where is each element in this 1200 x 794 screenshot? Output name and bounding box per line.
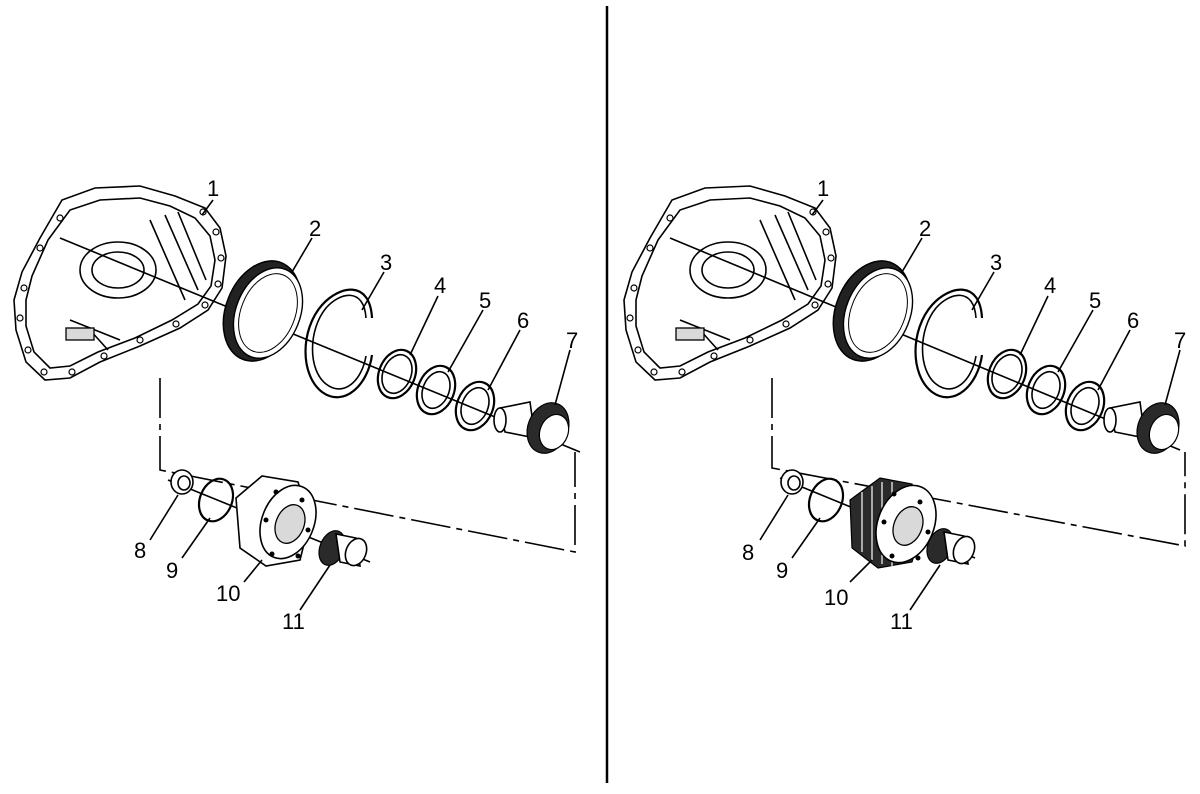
callout-3: 3 — [990, 250, 1002, 275]
callout-1: 1 — [817, 176, 829, 201]
left-leader-frame — [159, 378, 576, 553]
sun-gear-part-11 — [926, 528, 976, 566]
ring-gear-part-2 — [222, 260, 304, 362]
right-leader-frame — [771, 378, 1186, 547]
washer-part-4 — [986, 348, 1028, 400]
bushing-part-8 — [780, 469, 804, 495]
callout-3: 3 — [380, 250, 392, 275]
callout-11: 11 — [890, 609, 913, 634]
callout-4: 4 — [434, 273, 446, 298]
left-leader-lines — [149, 199, 571, 611]
callout-10: 10 — [824, 585, 848, 610]
callout-10: 10 — [216, 581, 240, 606]
sun-gear-part-11 — [318, 530, 368, 568]
thrust-washer-part-6 — [1064, 380, 1106, 432]
left-panel: 1 2 3 4 5 6 7 8 9 10 11 — [13, 176, 581, 634]
callout-8: 8 — [134, 538, 146, 563]
snap-ring-part-9 — [807, 477, 845, 523]
ring-gear-part-2 — [832, 260, 914, 362]
right-panel: 1 2 3 4 5 6 7 8 9 10 11 — [623, 176, 1186, 634]
right-callout-labels: 1 2 3 4 5 6 7 8 9 10 11 — [742, 176, 1186, 634]
callout-7: 7 — [566, 328, 578, 353]
callout-6: 6 — [1127, 308, 1139, 333]
output-shaft-part-7 — [493, 401, 570, 454]
callout-7: 7 — [1174, 328, 1186, 353]
output-shaft-part-7 — [1103, 401, 1180, 454]
callout-4: 4 — [1044, 273, 1056, 298]
callout-6: 6 — [517, 308, 529, 333]
bearing-part-5 — [1025, 364, 1067, 416]
housing-part-1 — [13, 185, 227, 381]
bushing-part-8 — [170, 469, 194, 495]
callout-5: 5 — [1089, 288, 1101, 313]
carrier-part-10 — [849, 477, 937, 569]
housing-part-1 — [623, 185, 837, 381]
callout-11: 11 — [282, 609, 305, 634]
callout-2: 2 — [309, 216, 321, 241]
thrust-washer-part-6 — [454, 380, 496, 432]
callout-9: 9 — [166, 558, 178, 583]
callout-2: 2 — [919, 216, 931, 241]
right-leader-lines — [759, 199, 1181, 611]
callout-1: 1 — [207, 176, 219, 201]
carrier-part-10 — [235, 475, 317, 567]
bearing-part-5 — [415, 364, 457, 416]
left-callout-labels: 1 2 3 4 5 6 7 8 9 10 11 — [134, 176, 578, 634]
snap-ring-part-3 — [304, 288, 374, 399]
callout-9: 9 — [776, 558, 788, 583]
washer-part-4 — [376, 348, 418, 400]
callout-8: 8 — [742, 540, 754, 565]
callout-5: 5 — [479, 288, 491, 313]
snap-ring-part-3 — [914, 288, 984, 399]
